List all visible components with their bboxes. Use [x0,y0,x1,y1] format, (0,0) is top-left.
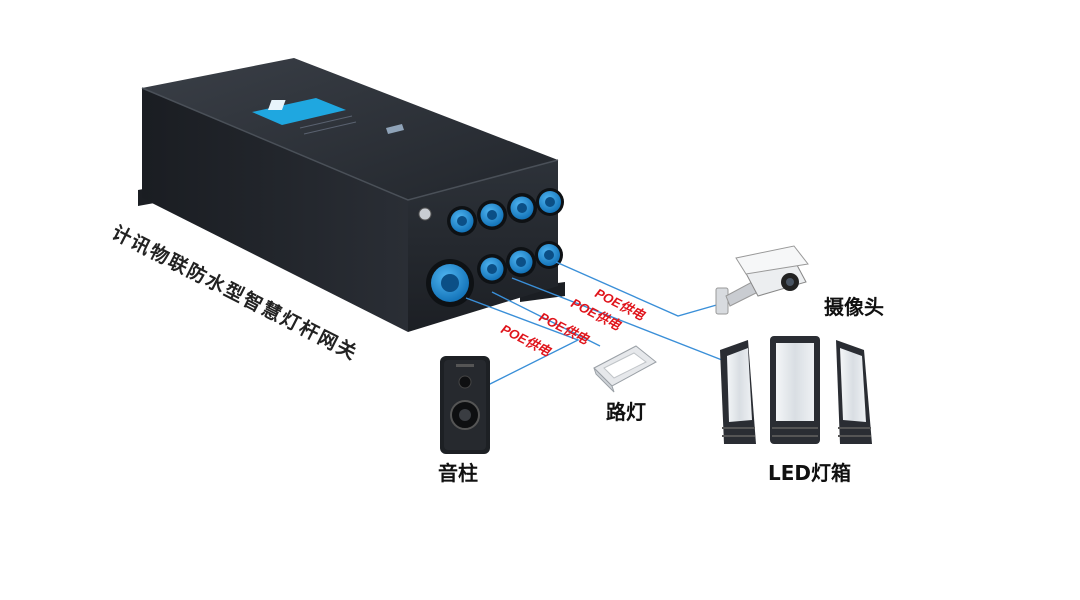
gateway-ports-bottom-row [426,241,563,307]
connection-lines [465,261,723,389]
gateway-device [138,58,565,332]
ledbox-devices [720,336,872,444]
device-label-camera: 摄像头 [824,295,884,319]
gateway-logo [386,124,404,134]
speaker-device [440,356,490,454]
gateway-side-face [142,88,408,332]
line-to-camera [555,261,721,317]
line-to-ledbox [511,277,723,361]
gateway-lcd-panel [252,98,346,125]
gateway-top-face [142,58,558,200]
camera-mount-plate [715,287,729,315]
gateway-ports-top-row [447,188,564,236]
line-to-speaker [465,297,580,389]
camera-hood [735,245,809,275]
ledbox-middle [770,336,820,444]
streetlight-device [593,345,657,393]
speaker-tweeter [458,375,472,389]
camera-device [715,245,809,315]
line-to-streetlight [491,291,601,347]
ledbox-left [720,340,756,444]
device-label-speaker: 音柱 [438,461,478,485]
ledbox-right [836,340,872,444]
gateway-qr-code [267,100,286,110]
device-label-streetlight: 路灯 [606,400,646,424]
device-label-ledbox: LED灯箱 [768,461,852,485]
gateway-screw [418,207,432,221]
